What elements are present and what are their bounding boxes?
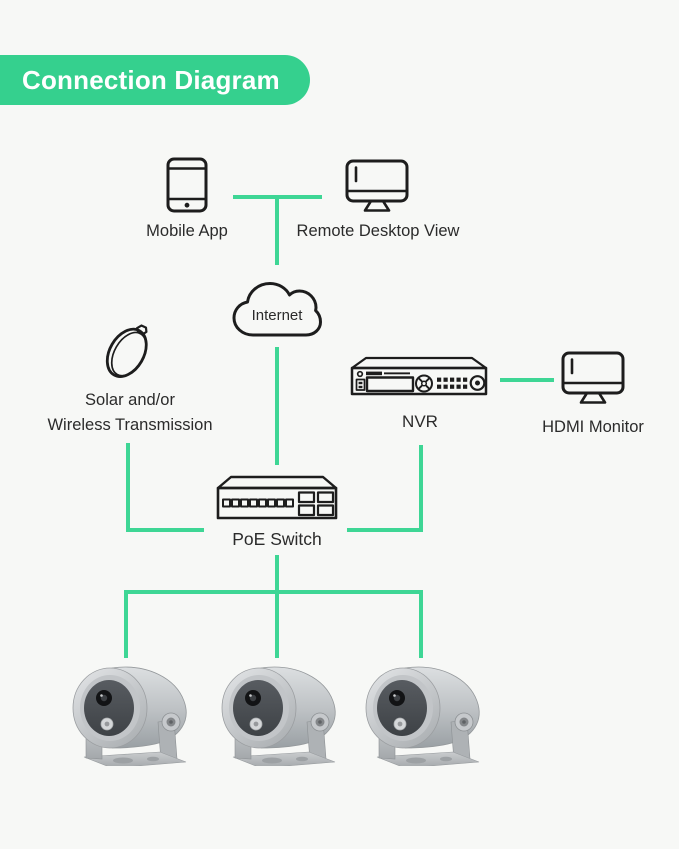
connector-switch-to-cameras [275, 555, 279, 658]
connector-nvr-horizontal [347, 528, 423, 532]
connector-solar-horizontal [126, 528, 204, 532]
cloud-icon [232, 282, 322, 337]
solar-wireless-label-line1: Solar and/or [85, 391, 175, 409]
hdmi-monitor-label: HDMI Monitor [542, 418, 644, 436]
connector-camera-bus [124, 590, 423, 594]
switch-ports [222, 491, 335, 517]
security-camera-3 [353, 662, 489, 766]
connector-solar-vertical [126, 443, 130, 532]
tablet-icon [166, 157, 208, 213]
connector-camera-right-drop [419, 590, 423, 658]
page-title: Connection Diagram [22, 64, 280, 95]
satellite-dish-icon [105, 324, 148, 378]
mobile-app-label: Mobile App [146, 222, 228, 240]
connector-nvr-vertical [419, 445, 423, 532]
security-camera-1 [60, 662, 196, 766]
remote-desktop-label: Remote Desktop View [296, 222, 460, 240]
hdmi-monitor-icon [561, 351, 625, 404]
nvr-recorder-icon [350, 356, 488, 396]
header-banner: Connection Diagram [0, 55, 310, 105]
nvr-label: NVR [402, 412, 438, 431]
network-switch-icon [216, 475, 338, 520]
connector-top-to-cloud [275, 195, 279, 265]
solar-wireless-label-line2: Wireless Transmission [47, 416, 213, 434]
connector-cloud-to-switch [275, 347, 279, 465]
solar-wireless-label: Solar and/or Wireless Transmission [40, 388, 220, 438]
connector-camera-left-drop [124, 590, 128, 658]
connector-nvr-to-hdmi [500, 378, 554, 382]
internet-label: Internet [251, 307, 303, 324]
poe-switch-label: PoE Switch [232, 529, 322, 549]
security-camera-2 [209, 662, 345, 766]
remote-desktop-monitor-icon [345, 159, 409, 212]
nvr-buttons [437, 377, 468, 389]
